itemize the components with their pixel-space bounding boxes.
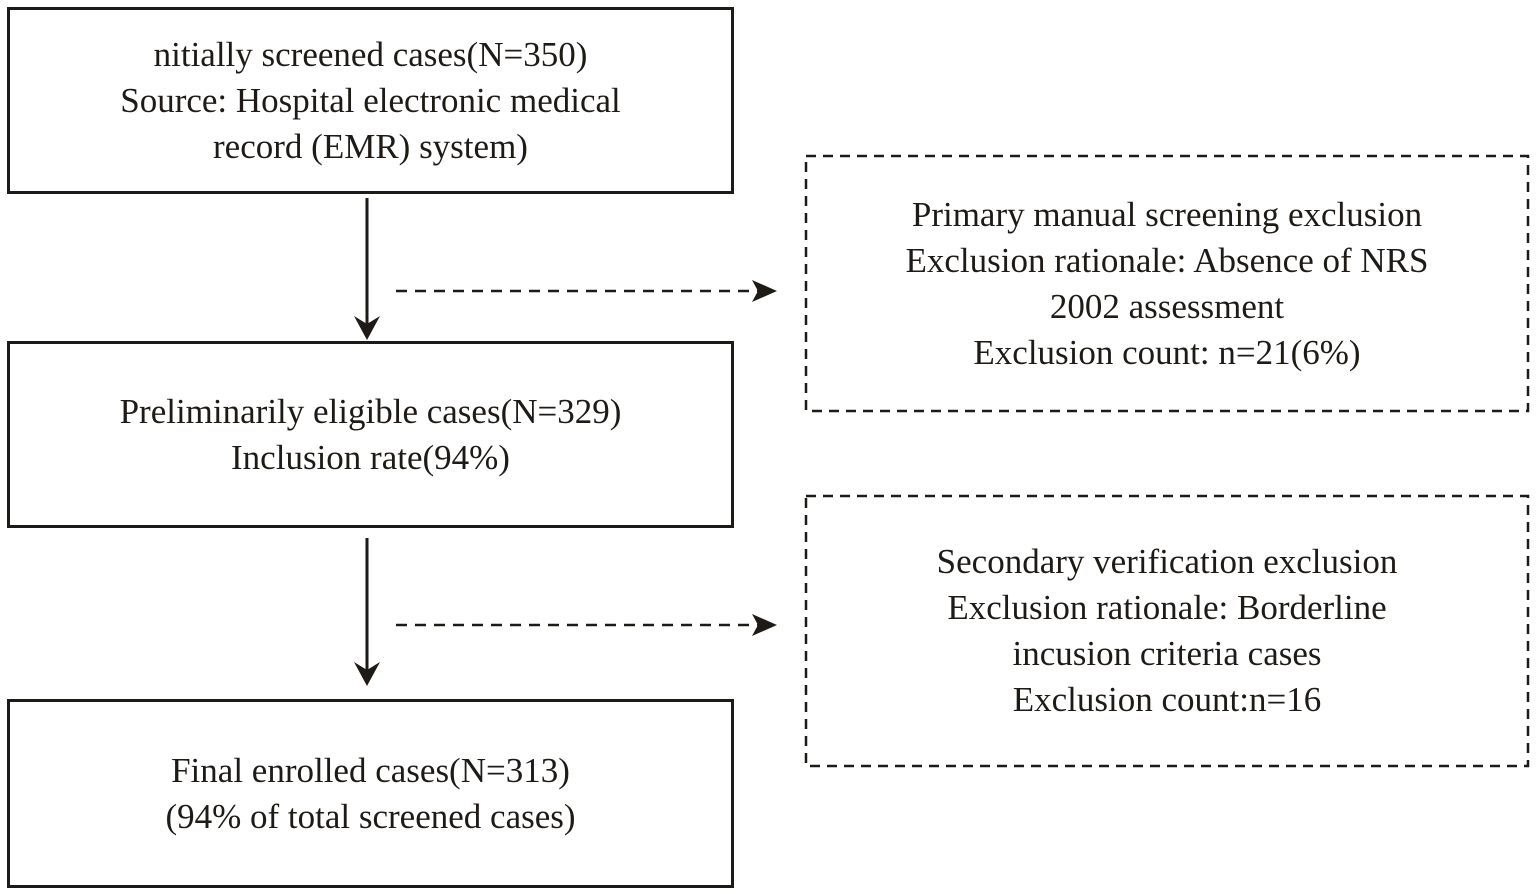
secondary-exclusion-line-2: Exclusion rationale: Borderline bbox=[947, 588, 1387, 627]
initial-screening-line-3: record (EMR) system) bbox=[213, 126, 528, 166]
final-enrolled-line-1: Final enrolled cases(N=313) bbox=[171, 750, 570, 790]
primary-exclusion-line-3: 2002 assessment bbox=[1049, 286, 1285, 326]
initial-screening-line-1: nitially screened cases(N=350) bbox=[153, 34, 588, 74]
preliminary-eligible-line-2: Inclusion rate(94%) bbox=[231, 437, 510, 477]
primary-exclusion-line-4: Exclusion count: n=21(6%) bbox=[973, 332, 1361, 372]
primary-exclusion-box: Primary manual screening exclusion Exclu… bbox=[808, 158, 1526, 409]
arrow-preliminary-to-final bbox=[354, 538, 380, 686]
dashed-arrow-to-primary-exclusion bbox=[396, 280, 777, 302]
secondary-exclusion-line-3: incusion criteria cases bbox=[1012, 634, 1322, 673]
initial-screening-box: nitially screened cases(N=350) Source: H… bbox=[7, 7, 734, 194]
preliminary-eligible-line-1: Preliminarily eligible cases(N=329) bbox=[119, 391, 622, 431]
final-enrolled-line-2: (94% of total screened cases) bbox=[165, 796, 576, 836]
dashed-arrow-to-secondary-exclusion bbox=[396, 614, 777, 636]
primary-exclusion-line-2: Exclusion rationale: Absence of NRS bbox=[905, 240, 1429, 280]
secondary-exclusion-line-1: Secondary verification exclusion bbox=[936, 542, 1398, 581]
final-enrolled-box: Final enrolled cases(N=313) (94% of tota… bbox=[7, 699, 734, 888]
arrow-initial-to-preliminary bbox=[354, 198, 380, 340]
secondary-exclusion-box: Secondary verification exclusion Exclusi… bbox=[808, 498, 1526, 764]
secondary-exclusion-line-4: Exclusion count:n=16 bbox=[1012, 680, 1322, 719]
initial-screening-line-2: Source: Hospital electronic medical bbox=[120, 80, 621, 120]
primary-exclusion-line-1: Primary manual screening exclusion bbox=[911, 194, 1423, 234]
preliminary-eligible-box: Preliminarily eligible cases(N=329) Incl… bbox=[7, 341, 734, 528]
